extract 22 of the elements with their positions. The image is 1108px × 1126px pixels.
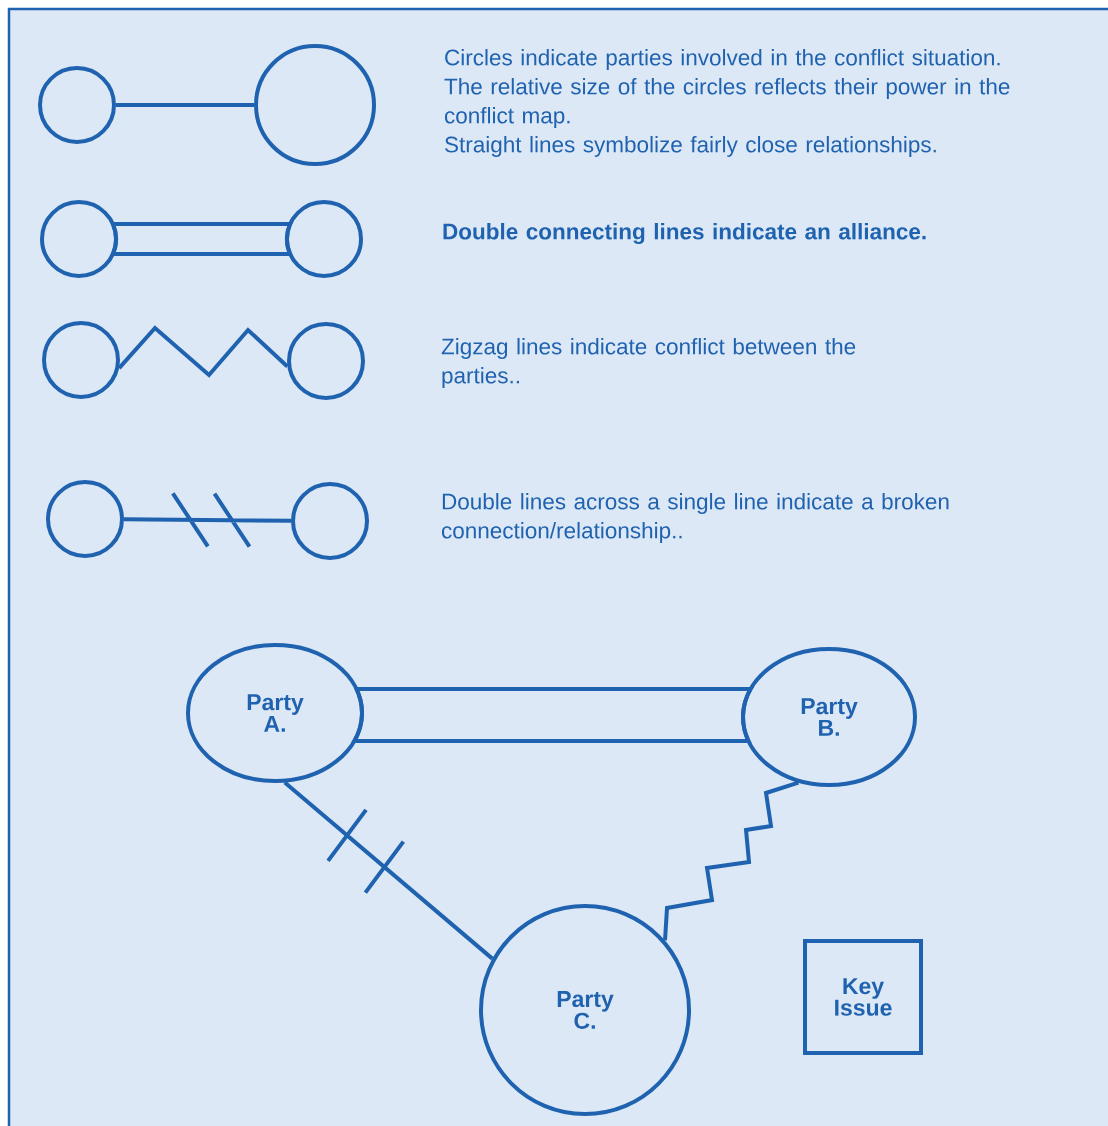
- legend-text: The relative size of the circles reflects their power in the conflict map.: [444, 78, 1010, 128]
- zigzag-line: [663, 780, 799, 941]
- zigzag-line: [117, 325, 289, 378]
- broken-line: [282, 780, 495, 961]
- legend-text: Circles indicate parties involved in the conflict situation.: [445, 49, 1000, 70]
- circle-symbol: [291, 482, 369, 560]
- legend-text: Zigzag lines indicate conflict between the parties..: [441, 338, 856, 388]
- circle-symbol: [46, 480, 124, 558]
- double-line: [110, 222, 293, 256]
- straight-line: [116, 103, 254, 107]
- circle-symbol: [285, 200, 363, 278]
- circle-symbol: [38, 66, 116, 144]
- circle-symbol: [287, 322, 365, 400]
- legend-text: Double connecting lines indicate an alliance.: [443, 223, 926, 245]
- circle-symbol: [42, 321, 120, 399]
- circle-symbol: [40, 200, 118, 278]
- legend-text: Double lines across a single line indicate a broken connection/relationship..: [441, 493, 949, 543]
- circle-symbol: [254, 44, 376, 166]
- broken-line: [122, 491, 293, 549]
- key-issue-box: Key Issue: [803, 939, 923, 1055]
- legend-text: Straight lines symbolize fairly close relationships.: [445, 136, 936, 157]
- double-line: [352, 686, 753, 744]
